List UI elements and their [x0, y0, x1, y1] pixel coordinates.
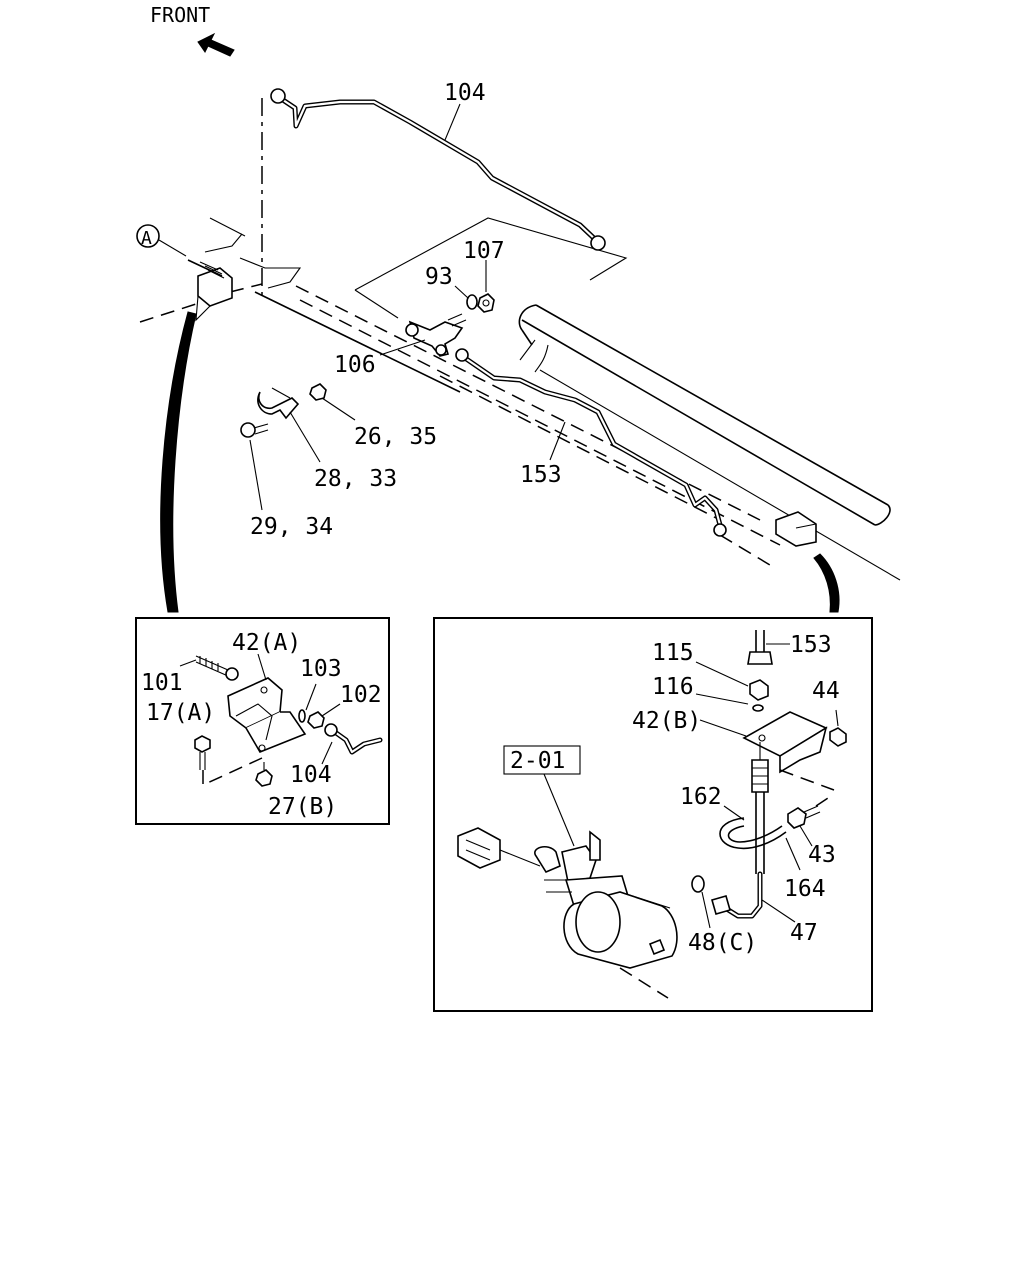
crossmember [518, 304, 901, 581]
washer-42b [752, 704, 764, 712]
detail-box-right [433, 617, 873, 1012]
frame-rail-main [254, 285, 781, 566]
tee-106 [405, 313, 467, 357]
label-44: 44 [812, 678, 840, 704]
pipe-vertical [751, 742, 769, 874]
label-104-detail: 104 [290, 762, 332, 788]
label-28-33: 28, 33 [314, 466, 397, 492]
leader-162 [723, 805, 745, 821]
nut-27b [255, 762, 273, 787]
label-162: 162 [680, 784, 722, 810]
nut-107 [477, 293, 495, 313]
marker-a-label: A [141, 228, 152, 249]
pipe-153 [455, 348, 727, 537]
detail-box-left [135, 617, 390, 825]
label-42a: 42(A) [232, 630, 301, 656]
bracket-42b [742, 711, 835, 791]
pipe-153-detail [747, 630, 773, 665]
label-42b: 42(B) [632, 708, 701, 734]
label-102: 102 [340, 682, 382, 708]
bolt-43 [787, 793, 835, 829]
label-47: 47 [790, 920, 818, 946]
bolt-101 [195, 655, 239, 681]
leader-43 [799, 825, 813, 847]
front-arrow-icon [197, 32, 235, 57]
clamp-162 [719, 817, 787, 850]
leader-115 [695, 661, 749, 687]
leader-48c [701, 891, 711, 929]
label-26-35: 26, 35 [354, 424, 437, 450]
leader-116 [695, 693, 749, 705]
label-29-34: 29, 34 [250, 514, 333, 540]
leader-103 [305, 683, 317, 711]
clip-28-33 [257, 387, 300, 420]
leader-93 [454, 285, 469, 299]
label-164: 164 [784, 876, 826, 902]
label-116: 116 [652, 674, 694, 700]
washer-48c [691, 875, 705, 893]
leader-42b [699, 719, 747, 737]
label-115: 115 [652, 640, 694, 666]
front-label: FRONT [150, 3, 210, 27]
frame-rail-left [139, 217, 302, 323]
label-103: 103 [300, 656, 342, 682]
label-104: 104 [444, 80, 486, 106]
leader-104-detail [321, 741, 333, 765]
actuator-2-01 [457, 827, 678, 999]
leader-104 [444, 103, 461, 141]
bolt-17a [194, 735, 263, 787]
nut-116 [749, 679, 769, 701]
leader-101 [179, 659, 197, 667]
callout-arrow-right [813, 553, 840, 613]
leader-42a [257, 653, 267, 681]
leader-164 [785, 837, 801, 871]
label-107: 107 [463, 238, 505, 264]
callout-arrow-left [160, 311, 197, 613]
washer-93 [466, 294, 478, 310]
ref-box-2-01 [503, 745, 581, 775]
leader-106 [379, 339, 426, 356]
nut-44 [829, 727, 847, 747]
bracket-right [775, 511, 817, 547]
hose-47 [711, 871, 763, 919]
leader-153 [549, 421, 566, 461]
washer-103 [298, 709, 306, 723]
leader-2-01 [543, 773, 575, 847]
leader-29-34 [249, 439, 263, 511]
bracket-42a [227, 677, 307, 753]
pipe-104-detail [324, 723, 383, 755]
marker-a-icon: A [136, 224, 187, 257]
label-43: 43 [808, 842, 836, 868]
label-27b: 27(B) [268, 794, 337, 820]
bolt-29-34 [240, 422, 269, 438]
label-93: 93 [425, 264, 453, 290]
bracket-a [187, 259, 233, 322]
layout-box [354, 217, 628, 319]
leader-102 [321, 703, 341, 717]
label-2-01: 2-01 [510, 748, 565, 774]
leader-44 [835, 709, 839, 727]
label-153: 153 [520, 462, 562, 488]
label-17a: 17(A) [146, 700, 215, 726]
label-153-detail: 153 [790, 632, 832, 658]
leader-47 [761, 899, 796, 923]
leader-28-33 [289, 411, 321, 463]
label-48c: 48(C) [688, 930, 757, 956]
label-101: 101 [141, 670, 183, 696]
nut-102 [307, 711, 325, 729]
pipe-104 [270, 88, 606, 251]
leader-26-35 [321, 397, 356, 421]
nut-26-35 [309, 383, 327, 401]
label-106: 106 [334, 352, 376, 378]
